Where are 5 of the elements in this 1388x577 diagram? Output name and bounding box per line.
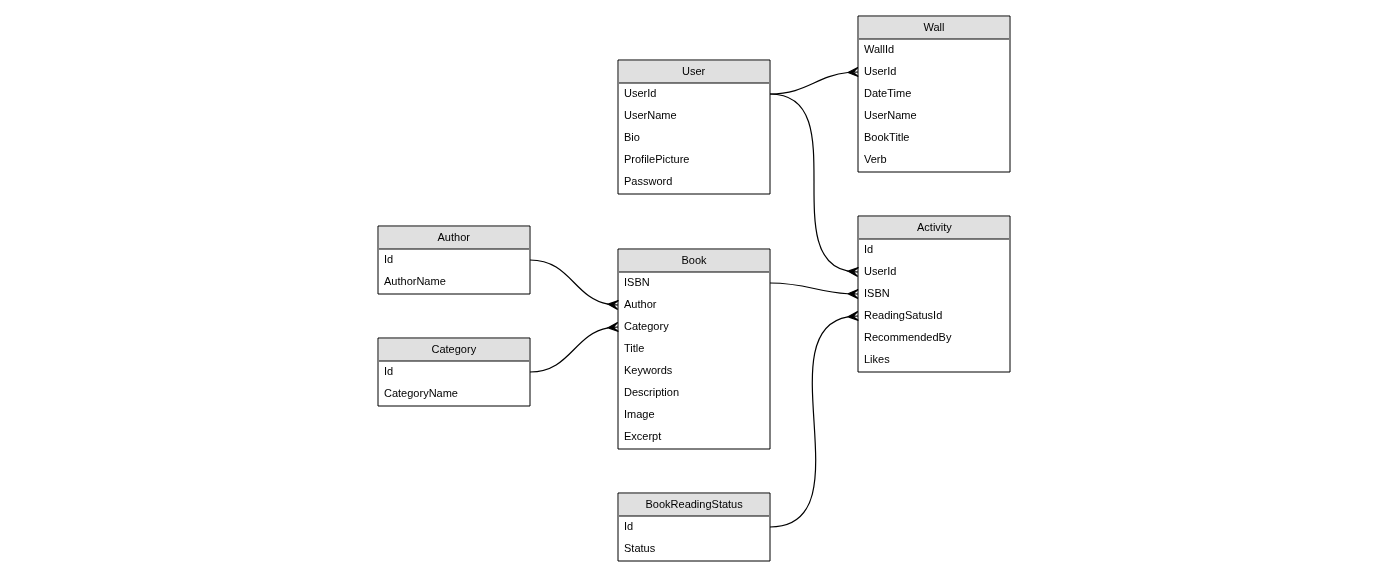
connector xyxy=(529,321,619,373)
connector xyxy=(769,66,859,95)
connector xyxy=(529,259,619,311)
connector xyxy=(769,310,859,528)
connector xyxy=(769,282,859,300)
